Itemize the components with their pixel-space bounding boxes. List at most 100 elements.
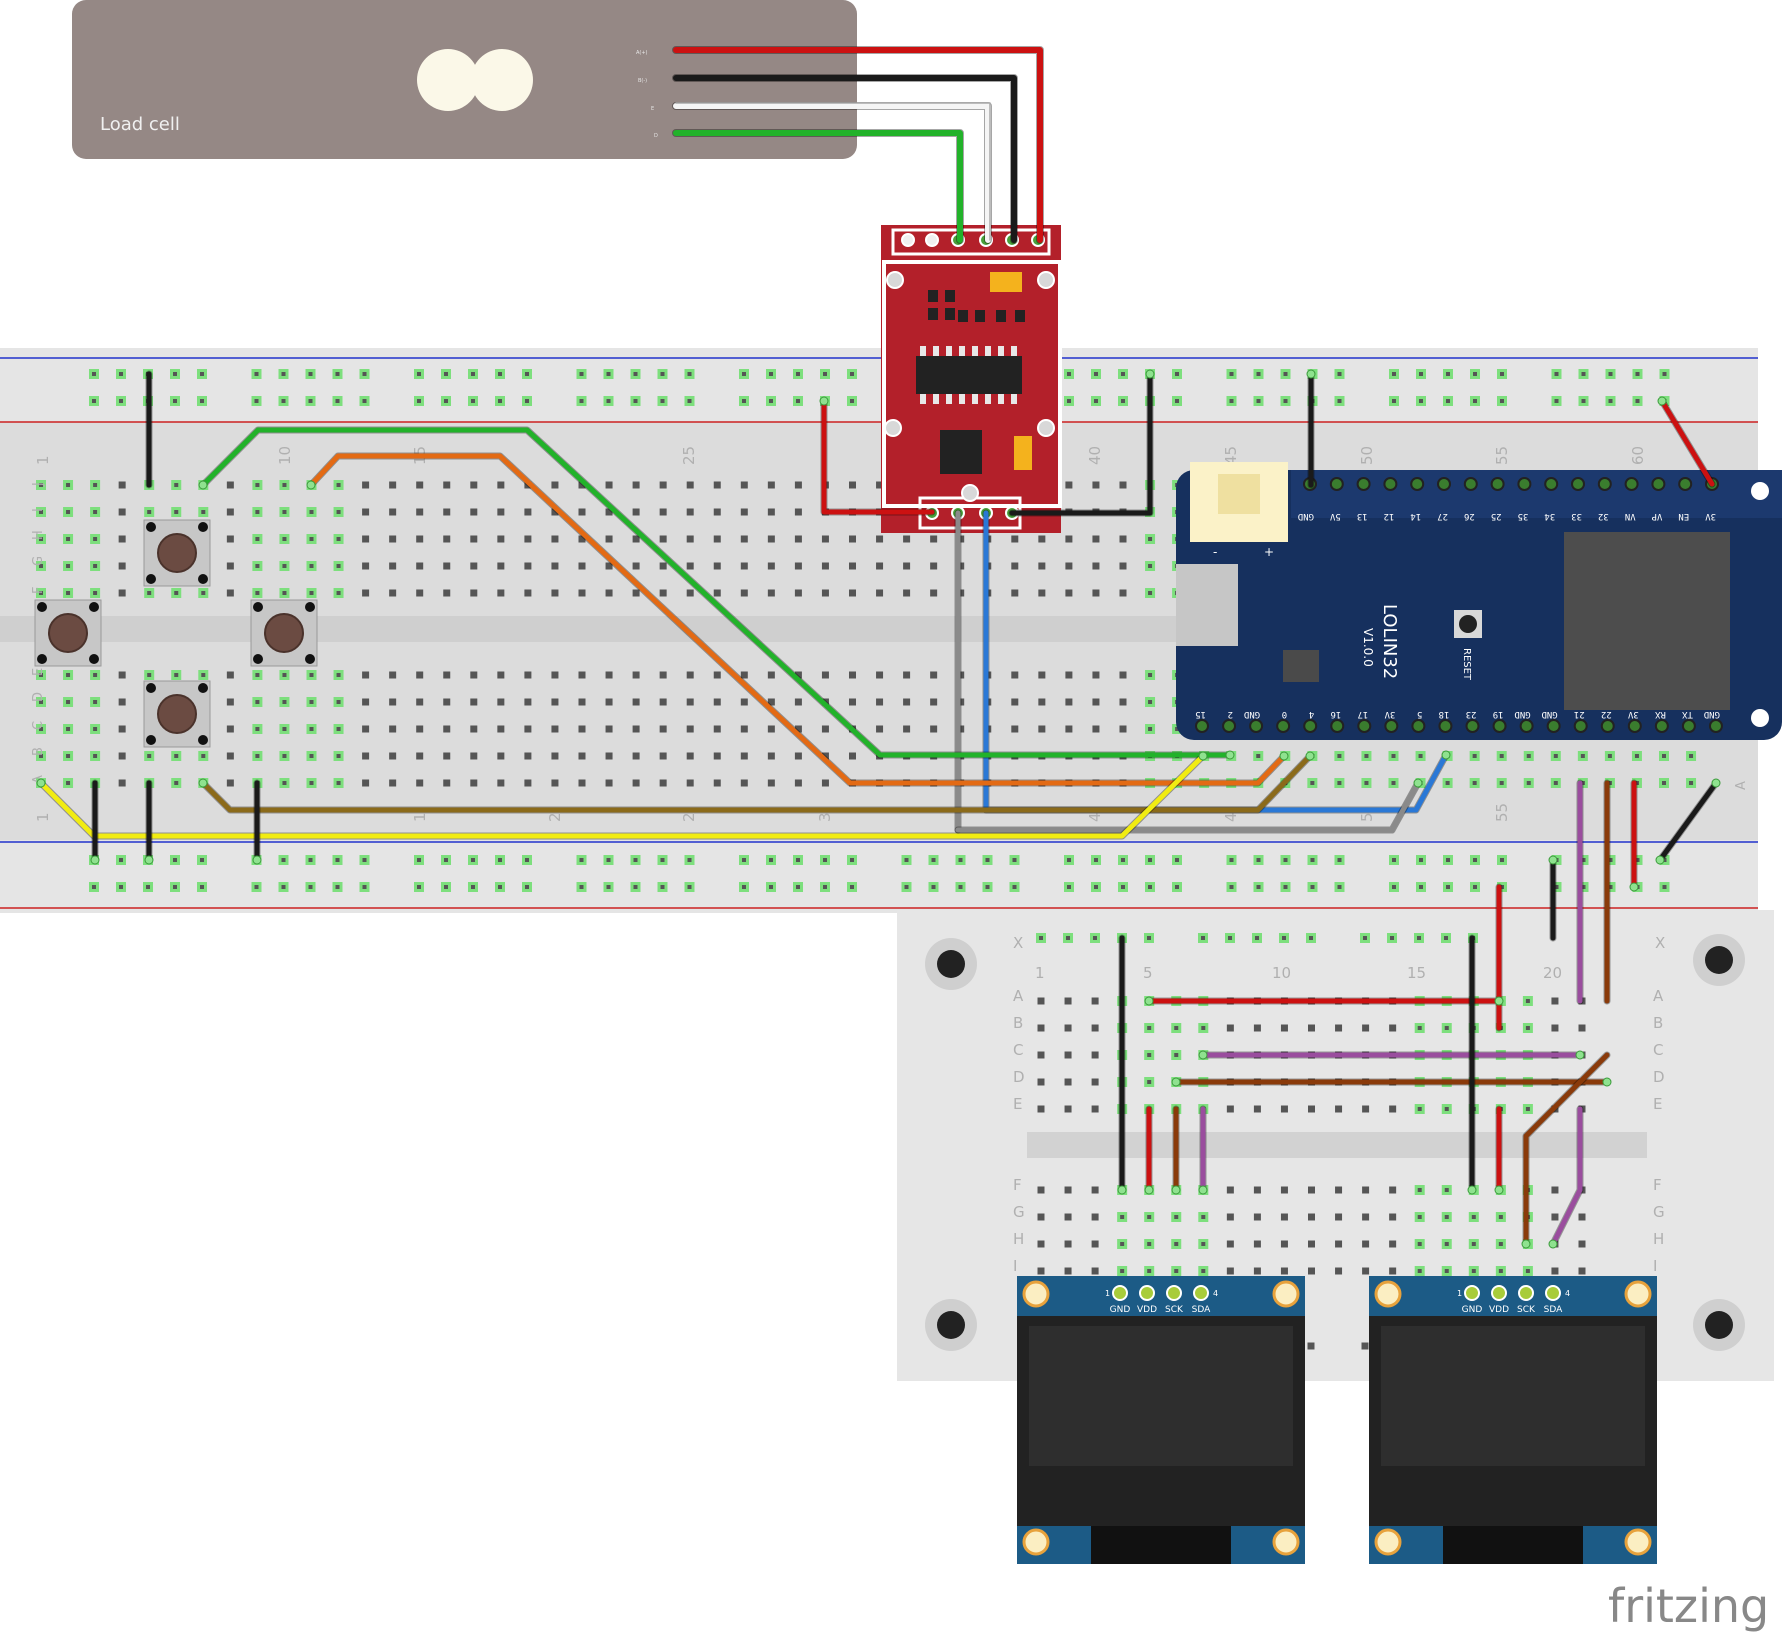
breadboard-hole[interactable] <box>63 480 74 490</box>
rail-hole[interactable] <box>359 855 370 865</box>
rail-hole[interactable] <box>1064 369 1074 379</box>
small-breadboard-hole[interactable] <box>1335 1267 1343 1275</box>
breadboard-hole[interactable] <box>90 534 101 544</box>
breadboard-hole[interactable] <box>252 588 263 598</box>
wire-hx711-vcc[interactable] <box>821 398 935 515</box>
small-breadboard-hole[interactable] <box>1037 1051 1045 1059</box>
rail-hole[interactable] <box>847 396 857 406</box>
wire-endpoint[interactable] <box>1602 1077 1612 1087</box>
breadboard-hole[interactable] <box>659 508 667 516</box>
breadboard-hole[interactable] <box>171 670 182 680</box>
breadboard-hole[interactable] <box>470 698 478 706</box>
breadboard-hole[interactable] <box>1550 751 1561 761</box>
breadboard-hole[interactable] <box>497 481 505 489</box>
small-breadboard-hole[interactable] <box>1171 1212 1182 1222</box>
rail-hole[interactable] <box>739 369 749 379</box>
oled-header-pin[interactable] <box>1518 1285 1534 1301</box>
breadboard-hole[interactable] <box>632 779 640 787</box>
small-breadboard-hole[interactable] <box>1308 1186 1315 1194</box>
small-rail-hole[interactable] <box>1063 933 1073 943</box>
small-breadboard-hole[interactable] <box>1441 1023 1452 1033</box>
wire-endpoint[interactable] <box>306 480 316 490</box>
breadboard-hole[interactable] <box>1092 589 1100 597</box>
small-breadboard-hole[interactable] <box>1091 1105 1099 1113</box>
rail-hole[interactable] <box>684 369 695 379</box>
breadboard-hole[interactable] <box>389 752 397 760</box>
breadboard-hole[interactable] <box>849 589 856 597</box>
wire-endpoint[interactable] <box>1575 1050 1585 1060</box>
breadboard-hole[interactable] <box>876 671 884 679</box>
rail-hole[interactable] <box>1145 882 1155 892</box>
rail-hole[interactable] <box>89 396 99 406</box>
breadboard-hole[interactable] <box>389 481 397 489</box>
breadboard-hole[interactable] <box>903 698 911 706</box>
small-breadboard-hole[interactable] <box>1495 1266 1506 1276</box>
wire-endpoint[interactable] <box>1117 1185 1127 1195</box>
breadboard-hole[interactable] <box>686 562 694 570</box>
rail-hole[interactable] <box>820 882 830 892</box>
breadboard-hole[interactable] <box>1119 725 1127 733</box>
lolin-bottom-pin[interactable] <box>1195 719 1209 733</box>
rail-hole[interactable] <box>1253 369 1264 379</box>
rail-hole[interactable] <box>495 882 505 892</box>
wire-gray-bottom[interactable] <box>955 780 1421 833</box>
breadboard-hole[interactable] <box>90 724 101 734</box>
rail-hole[interactable] <box>793 882 803 892</box>
rail-hole[interactable] <box>1605 396 1616 406</box>
small-breadboard-hole[interactable] <box>1144 1266 1155 1276</box>
breadboard-hole[interactable] <box>90 588 101 598</box>
breadboard-hole[interactable] <box>1038 562 1046 570</box>
breadboard-hole[interactable] <box>767 508 775 516</box>
breadboard-hole[interactable] <box>821 562 829 570</box>
breadboard-hole[interactable] <box>524 589 532 597</box>
wire-load-cell-red[interactable] <box>673 47 1043 243</box>
breadboard-hole[interactable] <box>1065 725 1073 733</box>
small-breadboard-hole[interactable] <box>1117 1239 1128 1249</box>
rail-hole[interactable] <box>1334 396 1345 406</box>
breadboard-hole[interactable] <box>659 725 667 733</box>
rail-hole[interactable] <box>928 855 939 865</box>
breadboard-hole[interactable] <box>171 588 182 598</box>
rail-hole[interactable] <box>332 882 343 892</box>
breadboard-hole[interactable] <box>1011 725 1019 733</box>
rail-hole[interactable] <box>170 396 180 406</box>
breadboard-hole[interactable] <box>306 534 317 544</box>
breadboard-hole[interactable] <box>1659 778 1669 788</box>
breadboard-hole[interactable] <box>362 725 370 733</box>
wire-endpoint[interactable] <box>1441 750 1451 760</box>
rail-hole[interactable] <box>197 855 207 865</box>
breadboard-hole[interactable] <box>713 752 721 760</box>
breadboard-hole[interactable] <box>171 480 182 490</box>
breadboard-hole[interactable] <box>821 671 829 679</box>
small-breadboard-hole[interactable] <box>1389 1024 1397 1032</box>
small-rail-hole[interactable] <box>1414 933 1424 943</box>
breadboard-hole[interactable] <box>578 589 586 597</box>
breadboard-hole[interactable] <box>605 698 613 706</box>
rail-hole[interactable] <box>1226 855 1237 865</box>
rail-hole[interactable] <box>630 882 641 892</box>
rail-hole[interactable] <box>332 396 343 406</box>
breadboard-hole[interactable] <box>443 671 451 679</box>
breadboard-hole[interactable] <box>551 752 559 760</box>
breadboard-hole[interactable] <box>605 725 613 733</box>
oled-header-pin[interactable] <box>1491 1285 1507 1301</box>
small-breadboard-hole[interactable] <box>1198 1239 1209 1249</box>
breadboard-hole[interactable] <box>306 561 317 571</box>
breadboard-hole[interactable] <box>333 507 344 517</box>
rail-hole[interactable] <box>847 855 857 865</box>
breadboard-hole[interactable] <box>63 588 74 598</box>
breadboard-hole[interactable] <box>1388 751 1399 761</box>
breadboard-hole[interactable] <box>524 725 532 733</box>
breadboard-hole[interactable] <box>226 535 234 543</box>
breadboard-hole[interactable] <box>1469 778 1480 788</box>
rail-hole[interactable] <box>1470 855 1480 865</box>
breadboard-hole[interactable] <box>740 508 748 516</box>
small-breadboard-hole[interactable] <box>1226 1213 1234 1221</box>
breadboard-hole[interactable] <box>497 589 505 597</box>
breadboard-hole[interactable] <box>389 535 397 543</box>
small-breadboard-hole[interactable] <box>1064 1267 1072 1275</box>
small-breadboard-hole[interactable] <box>1551 1213 1559 1221</box>
lolin-top-pin[interactable] <box>1597 477 1612 491</box>
breadboard-hole[interactable] <box>1065 535 1073 543</box>
breadboard-hole[interactable] <box>90 670 101 680</box>
